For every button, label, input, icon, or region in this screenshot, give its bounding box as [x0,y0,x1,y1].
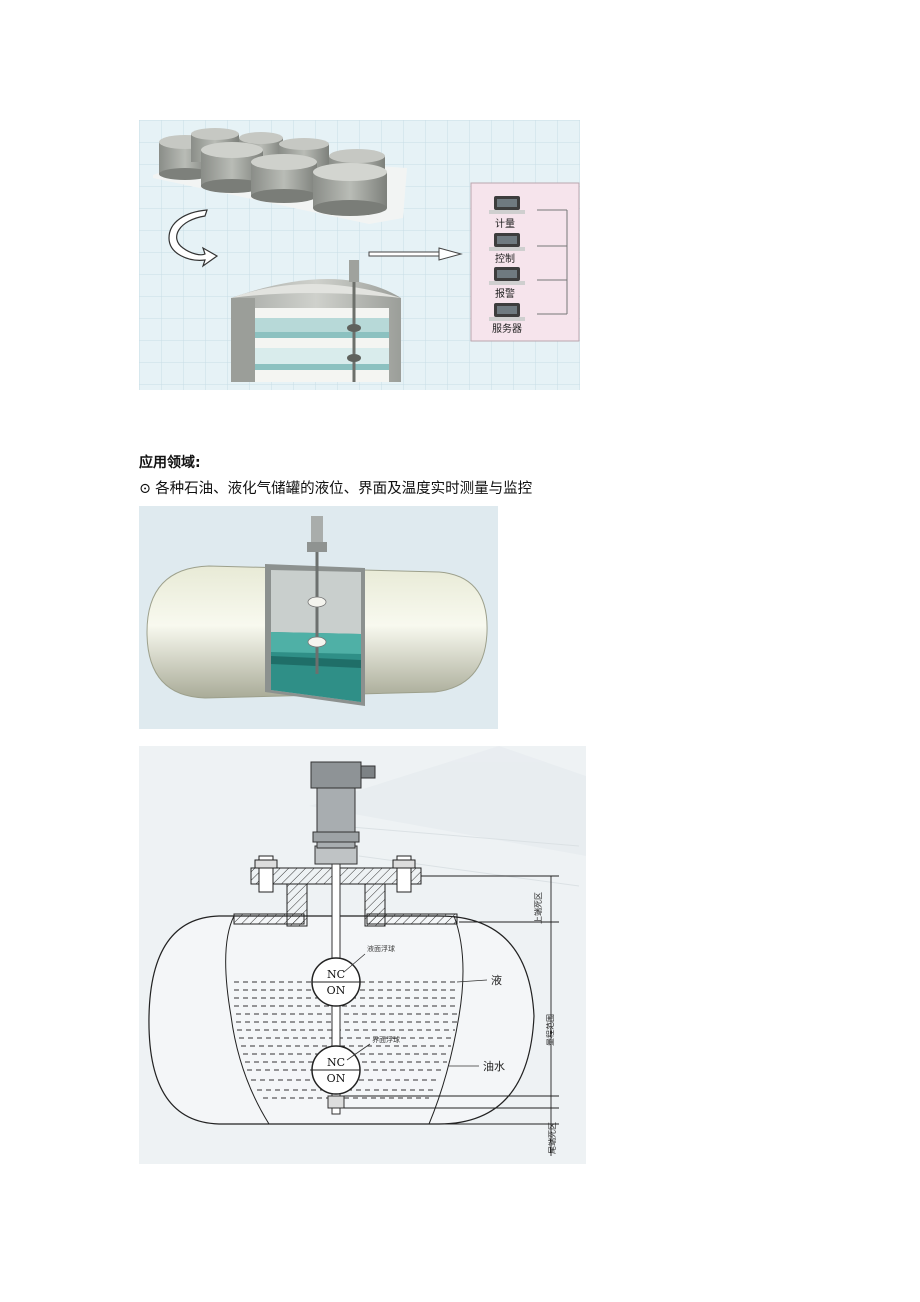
upper-float-ball: NC ON [311,957,361,1007]
lower-dead-zone-label: 尾端死区 [547,1122,557,1154]
storage-tanks [159,128,387,216]
liquid-label: 液 [491,973,502,987]
cutaway-tank [231,260,401,382]
upper-float-caption: 液面浮球 [367,944,395,953]
computer-icon [489,267,525,285]
monitor-label-server: 服务器 [492,322,522,335]
upper-float-nc: NC [327,968,345,981]
lower-float-ball: NC ON [311,1045,361,1095]
application-bullet: ⊙各种石油、液化气储罐的液位、界面及温度实时测量与监控 [139,477,536,498]
lower-float-nc: NC [327,1056,345,1069]
section-heading: 应用领域: [139,455,201,471]
upper-float-on: ON [327,984,346,997]
monitor-label-control: 控制 [495,252,515,265]
lower-float-caption: 界面浮球 [372,1035,400,1044]
computer-icon [489,303,525,321]
bullet-text: 各种石油、液化气储罐的液位、界面及温度实时测量与监控 [155,481,533,497]
monitor-label-alarm: 报警 [495,287,515,300]
mounting-flange [233,855,458,927]
oil-water-label: 油水 [483,1059,505,1073]
tank-farm-figure: 计量 控制 报警 服务器 [139,120,580,390]
monitor-panel: 计量 控制 报警 服务器 [470,182,580,342]
capsule-tank [146,516,488,706]
bullet-icon: ⊙ [139,481,152,497]
upper-dead-zone-label: 上端死区 [533,892,543,924]
dimension-lines [269,875,559,1156]
monitor-label-metering: 计量 [495,217,515,230]
cross-section-drawing: NC ON 液面浮球 NC ON 界面浮球 液 油水 上端死区 量程范围 尾 [139,746,586,1164]
data-flow-arrow-icon [368,247,463,261]
measure-range-label: 量程范围 [545,1014,555,1046]
lpg-tank-figure [139,506,498,729]
transmitter-head [310,761,376,865]
lower-float-on: ON [327,1072,346,1085]
cycle-arrow-icon [168,209,219,268]
computer-icon [489,233,525,251]
computer-icon [489,196,525,214]
